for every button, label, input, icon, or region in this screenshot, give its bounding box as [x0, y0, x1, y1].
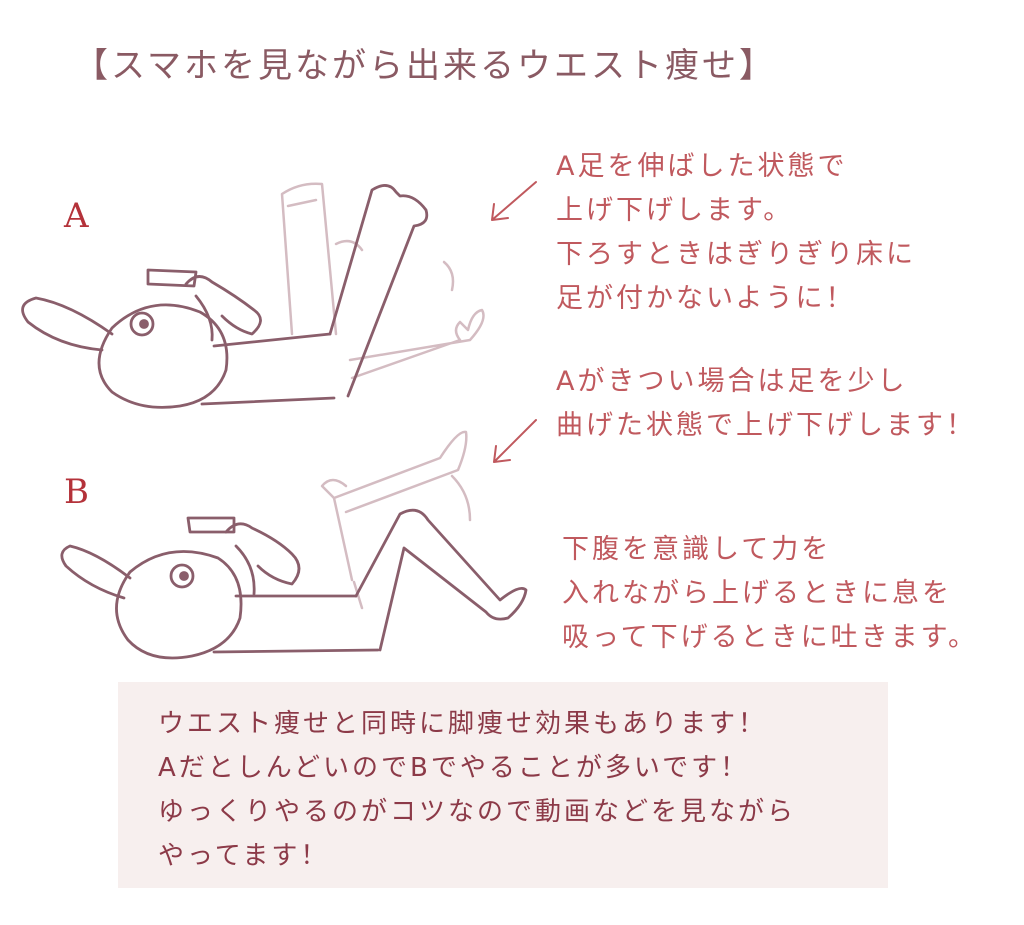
note-line: ゆっくりやるのがコツなので動画などを見ながら	[158, 797, 797, 827]
caption-line: 曲げた状態で上げ下げします！	[556, 410, 976, 441]
caption-line: 下ろすときはぎりぎり床に	[556, 239, 916, 270]
note-line: やってます！	[158, 841, 330, 871]
caption-line: 下腹を意識して力を	[562, 534, 832, 565]
caption-a-main: A足を伸ばした状態で 上げ下げします。 下ろすときはぎりぎり床に 足が付かないよ…	[556, 145, 916, 321]
caption-line: Aがきつい場合は足を少し	[556, 366, 908, 397]
label-a: A	[64, 196, 89, 236]
figure-a-ghost-legs	[280, 182, 485, 380]
caption-line: 吸って下げるときに吐きます。	[562, 622, 978, 653]
caption-a-alt: Aがきつい場合は足を少し 曲げた状態で上げ下げします！	[556, 360, 976, 448]
label-b: B	[64, 472, 89, 512]
arrow-icon	[493, 419, 537, 463]
figure-a-body	[21, 184, 429, 409]
page-title: 【スマホを見ながら出来るウエスト痩せ】	[74, 46, 776, 86]
caption-line: 足が付かないように！	[556, 283, 856, 314]
caption-line: 上げ下げします。	[556, 195, 794, 226]
note-line: ウエスト痩せと同時に脚痩せ効果もあります！	[158, 709, 768, 739]
caption-line: 入れながら上げるときに息を	[562, 578, 952, 609]
caption-b: 下腹を意識して力を 入れながら上げるときに息を 吸って下げるときに吐きます。	[562, 528, 978, 660]
figure-b-ghost-legs	[320, 430, 472, 610]
arrow-icon	[491, 181, 537, 221]
figure-b-body	[60, 508, 528, 660]
note-line: AだとしんどいのでBでやることが多いです！	[158, 753, 750, 783]
note-box: ウエスト痩せと同時に脚痩せ効果もあります！ AだとしんどいのでBでやることが多い…	[118, 682, 888, 888]
caption-line: A足を伸ばした状態で	[556, 151, 848, 182]
